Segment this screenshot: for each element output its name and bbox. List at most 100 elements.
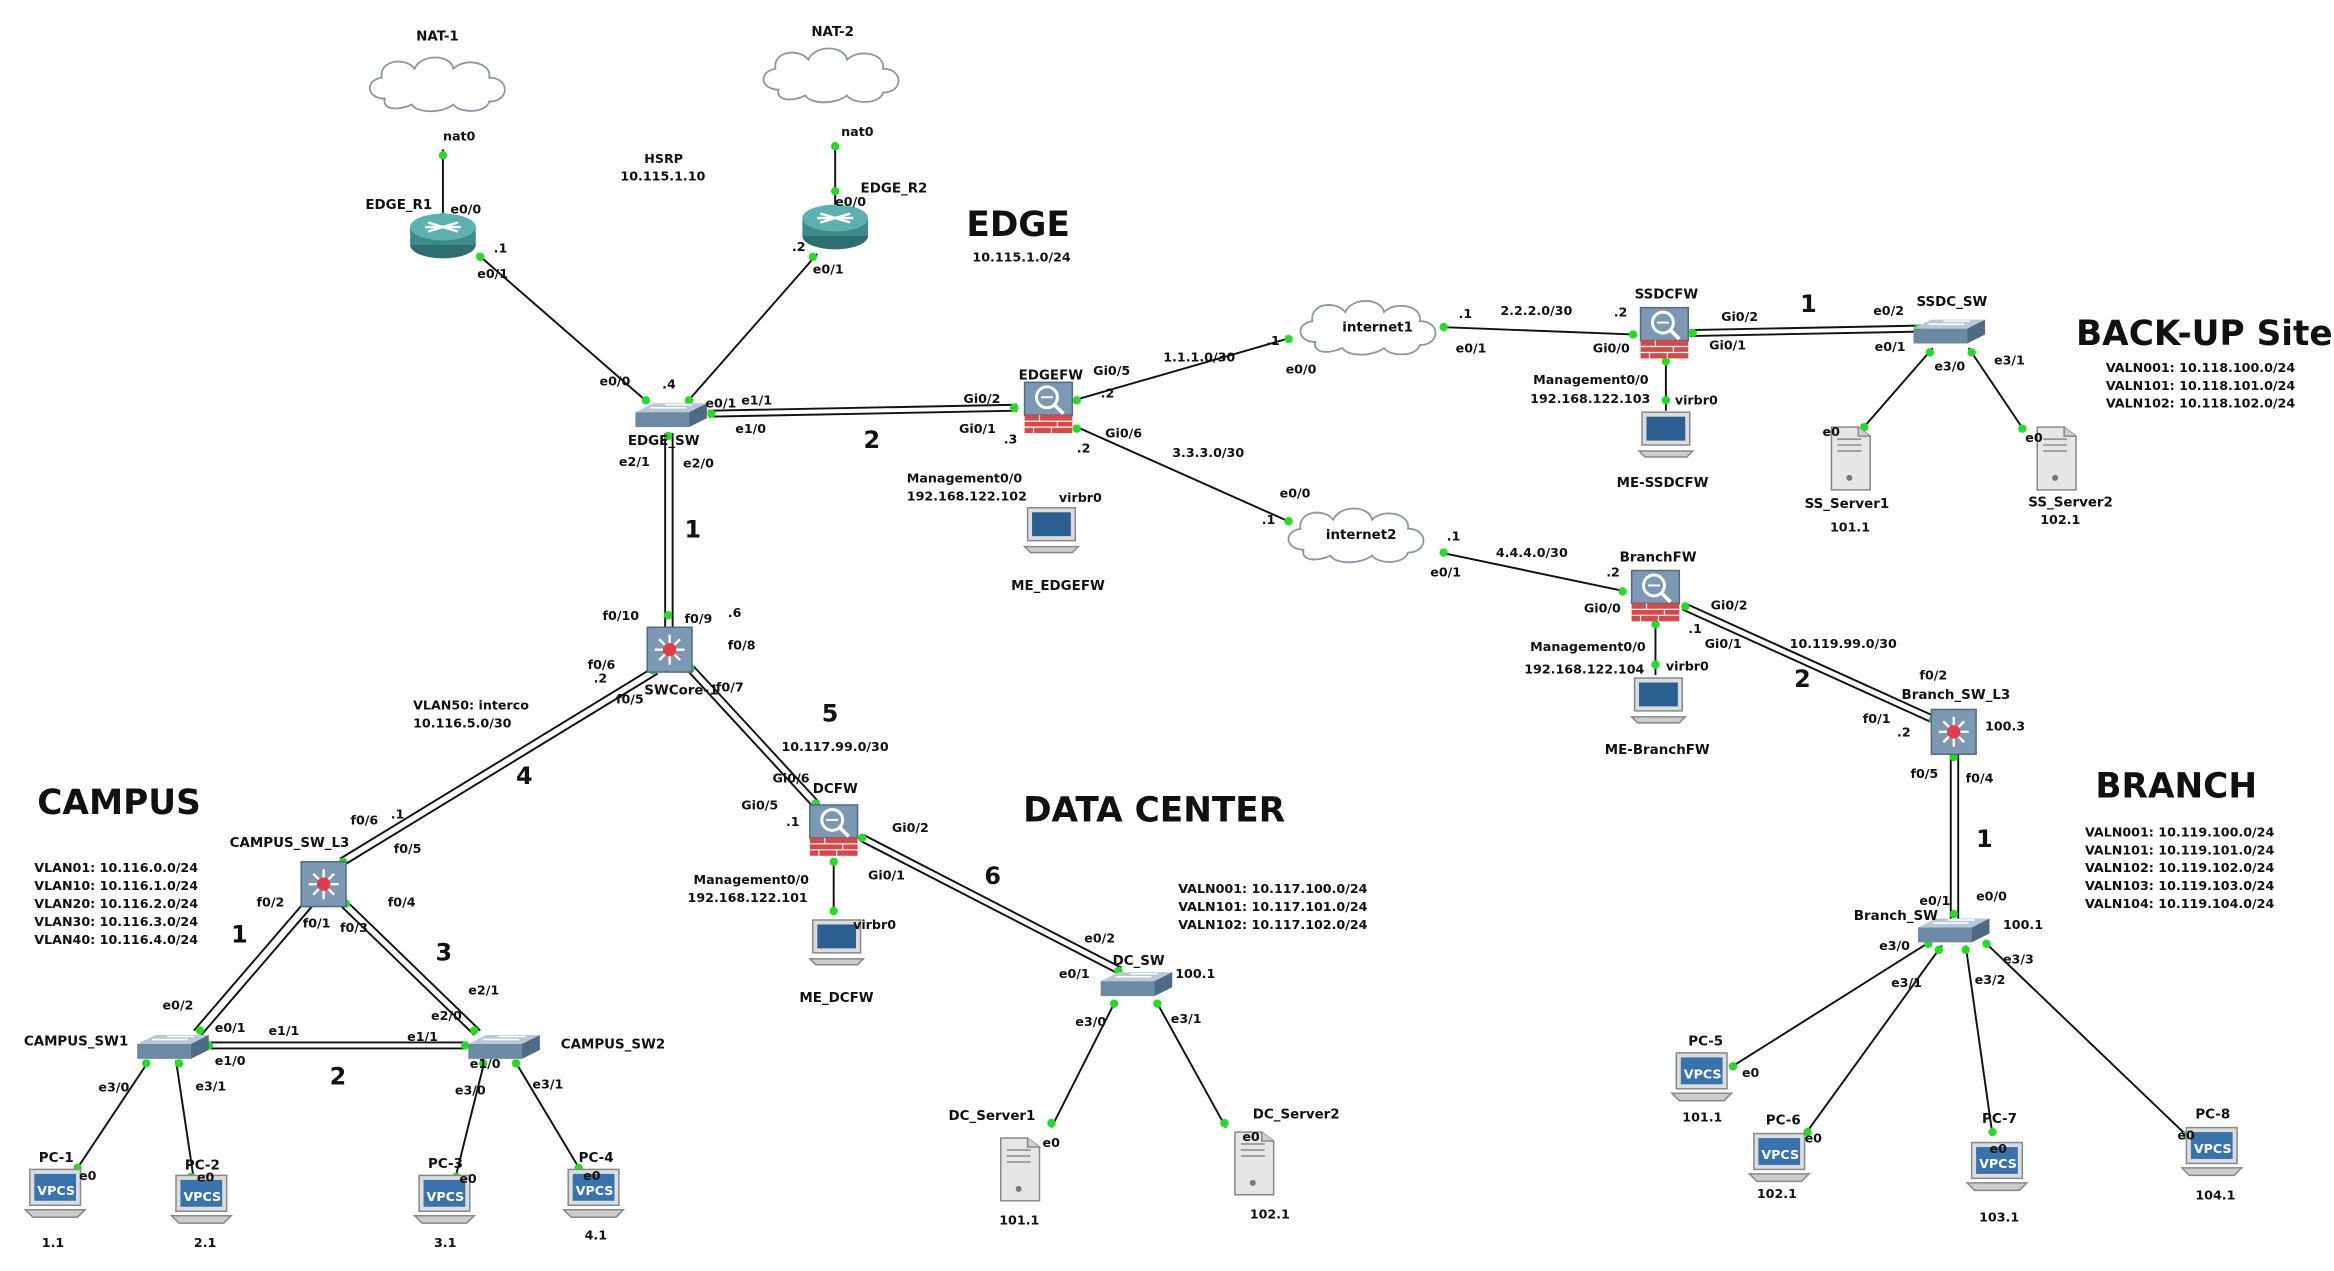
diagram-label: nat0 [443,128,476,143]
dc-server1-server-icon[interactable] [999,1137,1041,1202]
pc2-icon[interactable]: VPCS [170,1174,232,1224]
campus-sw-l3-switch-icon[interactable] [300,860,348,908]
pc4-icon[interactable]: VPCS [563,1168,625,1218]
diagram-label: SSDCFW [1635,288,1699,303]
diagram-label: e3/1 [1994,352,2025,367]
vlan50-subnet: 10.116.5.0/30 [413,715,512,730]
me-edgefw-monitor-icon[interactable] [1023,507,1080,554]
diagram-label: VALN103: 10.119.103.0/24 [2085,878,2274,893]
diagram-label: VLAN10: 10.116.1.0/24 [34,878,198,893]
diagram-label: Management0/0 [1533,372,1649,387]
diagram-label: Gi0/1 [959,421,996,436]
dc-sw-switch-icon[interactable] [1099,971,1173,997]
branch-sw-l3-switch-icon[interactable] [1930,708,1978,756]
diagram-label: e0/0 [450,202,481,217]
diagram-label: PC-4 [579,1151,614,1166]
diagram-label: e0/1 [813,261,844,276]
diagram-label: 101.1 [999,1213,1039,1228]
pc6-icon[interactable]: VPCS [1748,1132,1810,1183]
diagram-label: 1.1.1.0/30 [1163,349,1235,364]
diagram-label: PC-8 [2195,1108,2230,1123]
pc5-icon[interactable]: VPCS [1671,1052,1733,1102]
diagram-label: e3/1 [195,1078,226,1093]
diagram-label: 192.168.122.101 [688,890,808,905]
pc8-icon[interactable]: VPCS [2181,1126,2243,1177]
nat1-cloud-icon[interactable] [368,56,506,113]
diagram-label: 192.168.122.104 [1524,662,1644,677]
diagram-label: ME-SSDCFW [1617,476,1709,491]
diagram-label: e0 [459,1171,477,1186]
diagram-label: Gi0/0 [1593,340,1630,355]
diagram-label: 102.1 [2040,512,2080,527]
edge-title: EDGE [966,205,1069,245]
diagram-label: 102.1 [1250,1207,1290,1222]
diagram-label: f0/5 [394,841,422,856]
swcore-switch-icon[interactable] [646,626,694,674]
diagram-label: VALN102: 10.117.102.0/24 [1178,917,1367,932]
diagram-label: e0 [197,1169,215,1184]
diagram-label: CAMPUS_SW1 [24,1034,128,1049]
diagram-label: VALN101: 10.119.101.0/24 [2085,842,2274,857]
diagram-label: PC-6 [1766,1114,1801,1129]
edge-subnet: 10.115.1.0/24 [972,249,1071,264]
ssdcfw-firewall-icon[interactable] [1638,305,1691,361]
me-ssdcfw-monitor-icon[interactable] [1638,411,1694,458]
diagram-label: e0/0 [1280,485,1311,500]
hsrp-address: 10.115.1.10 [620,169,705,184]
edge-r1-router-icon[interactable] [408,212,477,260]
diagram-label: .1 [1262,512,1276,527]
diagram-label: Gi0/1 [1709,337,1746,352]
diagram-label: internet1 [1342,321,1413,336]
diagram-label: VALN001: 10.119.100.0/24 [2085,824,2274,839]
diagram-label: e2/0 [431,1008,462,1023]
me-branchfw-monitor-icon[interactable] [1630,677,1687,724]
diagram-label: EDGE_SW [628,434,700,449]
diagram-label: VPCS [183,1189,221,1204]
diagram-label: e3/3 [2003,951,2034,966]
diagram-label: e2/0 [683,455,714,470]
diagram-label: VLAN40: 10.116.4.0/24 [34,932,198,947]
diagram-label: e0/1 [477,266,508,281]
campus-title: CAMPUS [37,783,200,823]
diagram-label: f0/10 [603,608,640,623]
pc3-icon[interactable]: VPCS [413,1174,476,1224]
diagram-label: .2 [1614,305,1628,320]
diagram-label: Gi0/5 [741,797,778,812]
edgefw-firewall-icon[interactable] [1022,380,1075,435]
diagram-label: 10.119.99.0/30 [1790,636,1897,651]
branch-title: BRANCH [2095,767,2257,807]
diagram-label: Gi0/6 [1105,426,1142,441]
diagram-label: 100.1 [2003,917,2043,932]
ssdc-sw-switch-icon[interactable] [1912,318,1986,345]
diagram-label: .1 [391,806,405,821]
edge-sw-switch-icon[interactable] [634,402,708,428]
campus-sw1-switch-icon[interactable] [136,1034,210,1060]
diagram-label: NAT-1 [416,29,459,44]
diagram-label: EDGE_R1 [365,198,432,213]
diagram-label: e0 [2025,430,2043,445]
diagram-label: VALN102: 10.119.102.0/24 [2085,860,2274,875]
diagram-label: 1 [1976,825,1993,853]
diagram-label: VPCS [37,1183,75,1198]
diagram-label: e0/1 [705,396,736,411]
nat2-cloud-icon[interactable] [762,47,900,104]
diagram-label: VLAN01: 10.116.0.0/24 [34,860,198,875]
diagram-label: f0/1 [1863,711,1891,726]
diagram-label: 2.2.2.0/30 [1500,303,1572,318]
diagram-label: e1/0 [470,1056,501,1071]
diagram-label: e0/0 [1286,361,1317,376]
diagram-label: 3.1 [434,1235,456,1250]
branchfw-firewall-icon[interactable] [1629,568,1682,624]
diagram-label: e3/0 [1879,938,1910,953]
edge-r2-router-icon[interactable] [801,203,870,251]
diagram-label: 2.1 [194,1235,216,1250]
pc7-icon[interactable]: VPCS [1966,1141,2028,1192]
dcfw-firewall-icon[interactable] [808,803,860,858]
pc1-icon[interactable]: VPCS [24,1168,86,1218]
diagram-label: e0/2 [1084,930,1115,945]
link-count-labels: 1 2 1 4 5 6 1 2 3 2 1 [231,290,1993,1090]
diagram-label: PC-1 [39,1151,74,1166]
diagram-label: internet2 [1326,528,1397,543]
datacenter-title: DATA CENTER [1023,790,1285,830]
ss-server2-server-icon[interactable] [2036,426,2077,491]
